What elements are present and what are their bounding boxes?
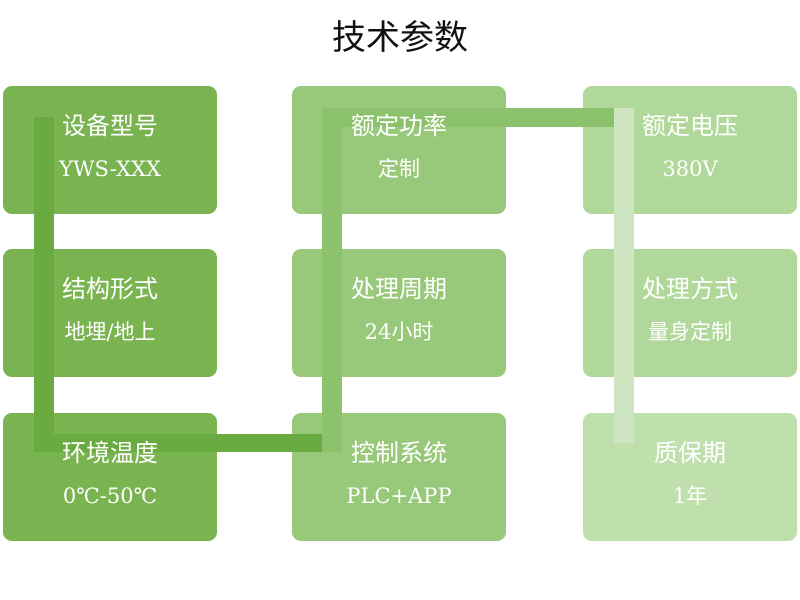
card-ambient-temperature — [3, 413, 217, 541]
card-structure-form — [3, 249, 217, 377]
card-rated-power — [292, 86, 506, 214]
card-processing-method — [583, 249, 797, 377]
card-warranty — [583, 413, 797, 541]
card-rated-voltage — [583, 86, 797, 214]
page-title: 技术参数 — [332, 18, 468, 58]
card-processing-cycle — [292, 249, 506, 377]
card-equipment-model — [3, 86, 217, 214]
card-control-system — [292, 413, 506, 541]
